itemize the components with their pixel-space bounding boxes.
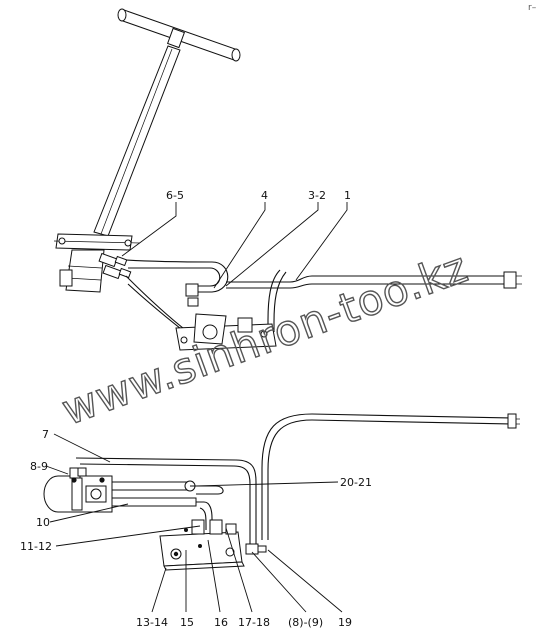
upper-bracket bbox=[175, 313, 277, 351]
callout-16: 16 bbox=[214, 616, 228, 629]
upper-leaders bbox=[121, 202, 348, 289]
callout-3-2: 3-2 bbox=[308, 189, 326, 202]
valve-block bbox=[159, 519, 267, 571]
lower-leaders bbox=[45, 433, 343, 613]
steering-wheel bbox=[117, 8, 241, 62]
callout-20-21: 20-21 bbox=[340, 476, 372, 489]
callout-8-9: 8-9 bbox=[30, 460, 48, 473]
steering-column bbox=[93, 45, 181, 237]
upper-callout-labels: 6-5 4 3-2 1 bbox=[166, 189, 351, 202]
pressure-line-1 bbox=[226, 269, 522, 332]
callout-11-12: 11-12 bbox=[20, 540, 52, 553]
gear-fittings bbox=[98, 252, 132, 280]
pump-unit bbox=[43, 467, 224, 530]
callout-19: 19 bbox=[338, 616, 352, 629]
callout-15: 15 bbox=[180, 616, 194, 629]
steering-gear bbox=[53, 233, 141, 293]
return-line-7 bbox=[75, 413, 520, 549]
callout-8-9-bracketed: (8)-(9) bbox=[288, 616, 323, 629]
callout-6-5: 6-5 bbox=[166, 189, 184, 202]
callout-4: 4 bbox=[261, 189, 268, 202]
callout-1: 1 bbox=[344, 189, 351, 202]
callout-10: 10 bbox=[36, 516, 50, 529]
callout-13-14: 13-14 bbox=[136, 616, 168, 629]
upper-assembly bbox=[53, 8, 522, 351]
callout-7: 7 bbox=[42, 428, 49, 441]
corner-mark: r– bbox=[528, 3, 537, 13]
lower-callout-labels: 7 8-9 20-21 10 11-12 13-14 15 16 17-18 (… bbox=[20, 428, 372, 629]
callout-17-18: 17-18 bbox=[238, 616, 270, 629]
lower-assembly bbox=[43, 413, 520, 571]
